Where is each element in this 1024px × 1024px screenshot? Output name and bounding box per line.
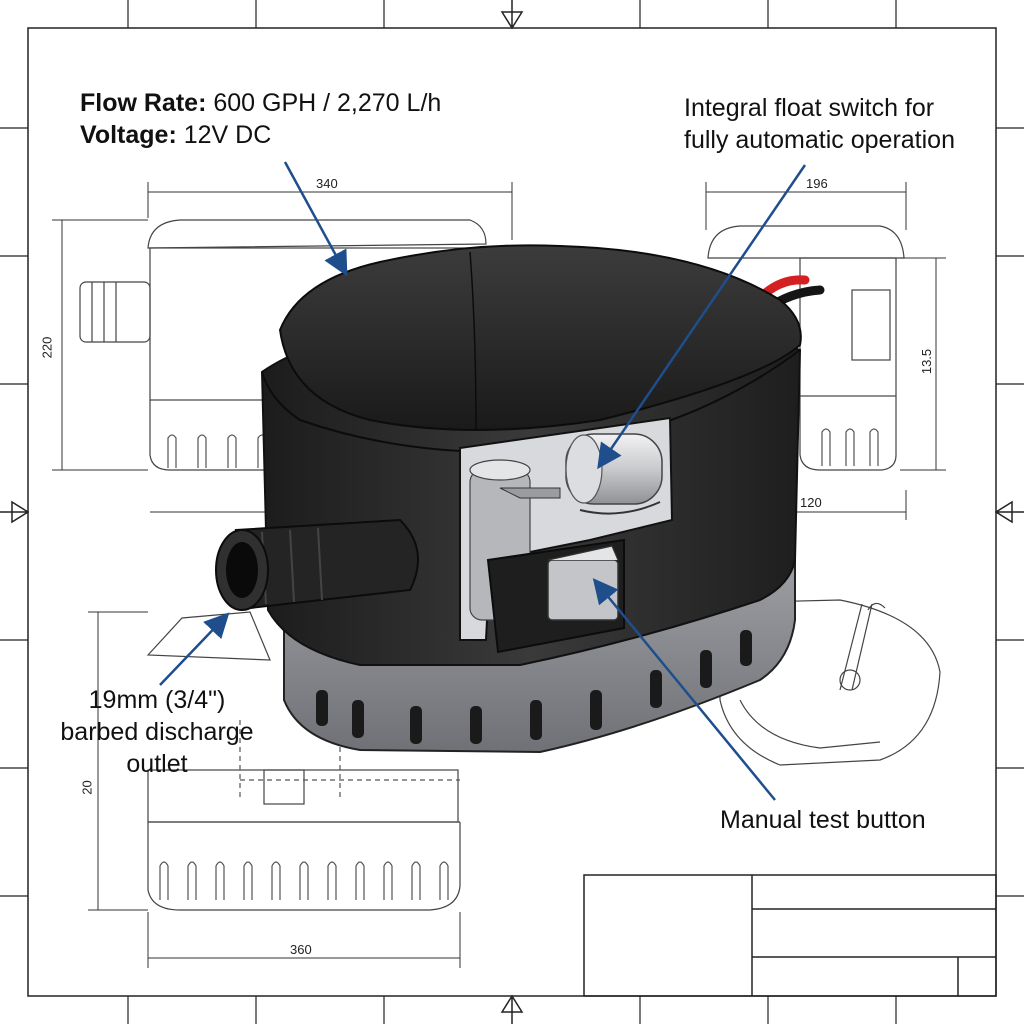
float-switch-callout-line2: fully automatic operation bbox=[684, 126, 955, 154]
dim-bottom-height: 20 bbox=[79, 780, 95, 795]
bilge-pump bbox=[215, 244, 825, 754]
float-switch-callout-line1: Integral float switch for bbox=[684, 94, 935, 122]
pump-lid bbox=[278, 244, 802, 431]
voltage-label: Voltage: bbox=[80, 121, 177, 149]
flow-rate-label: Flow Rate: bbox=[80, 89, 207, 117]
arrow-outlet bbox=[159, 612, 230, 686]
dim-left-height: 220 bbox=[39, 336, 55, 359]
voltage-value: 12V DC bbox=[183, 121, 272, 149]
voltage-spec: Voltage: 12V DC bbox=[80, 120, 271, 151]
outlet-callout: 19mm (3/4") barbed discharge outlet bbox=[50, 684, 264, 780]
outlet-callout-line1: 19mm (3/4") bbox=[88, 686, 226, 714]
float-switch-callout: Integral float switch for fully automati… bbox=[684, 92, 955, 156]
base-vents bbox=[316, 630, 752, 744]
arrow-specs bbox=[283, 161, 348, 277]
flow-rate-spec: Flow Rate: 600 GPH / 2,270 L/h bbox=[80, 88, 441, 119]
dim-top-width: 340 bbox=[316, 176, 338, 191]
discharge-outlet bbox=[215, 518, 419, 611]
arrow-float-switch bbox=[597, 164, 807, 470]
arrow-test-button bbox=[592, 578, 776, 801]
dim-side-width: 196 bbox=[806, 176, 828, 191]
manual-test-button bbox=[547, 559, 619, 621]
test-button-callout: Manual test button bbox=[720, 806, 926, 834]
title-block bbox=[583, 874, 997, 997]
flow-rate-value: 600 GPH / 2,270 L/h bbox=[213, 89, 442, 117]
dim-side-depth: 120 bbox=[800, 495, 822, 510]
dim-bottom-width: 360 bbox=[290, 942, 312, 957]
dim-side-height: 13.5 bbox=[919, 348, 935, 375]
outlet-callout-line3: outlet bbox=[126, 750, 188, 778]
callout-arrows bbox=[159, 161, 807, 801]
outlet-callout-line2: barbed discharge bbox=[60, 718, 254, 746]
